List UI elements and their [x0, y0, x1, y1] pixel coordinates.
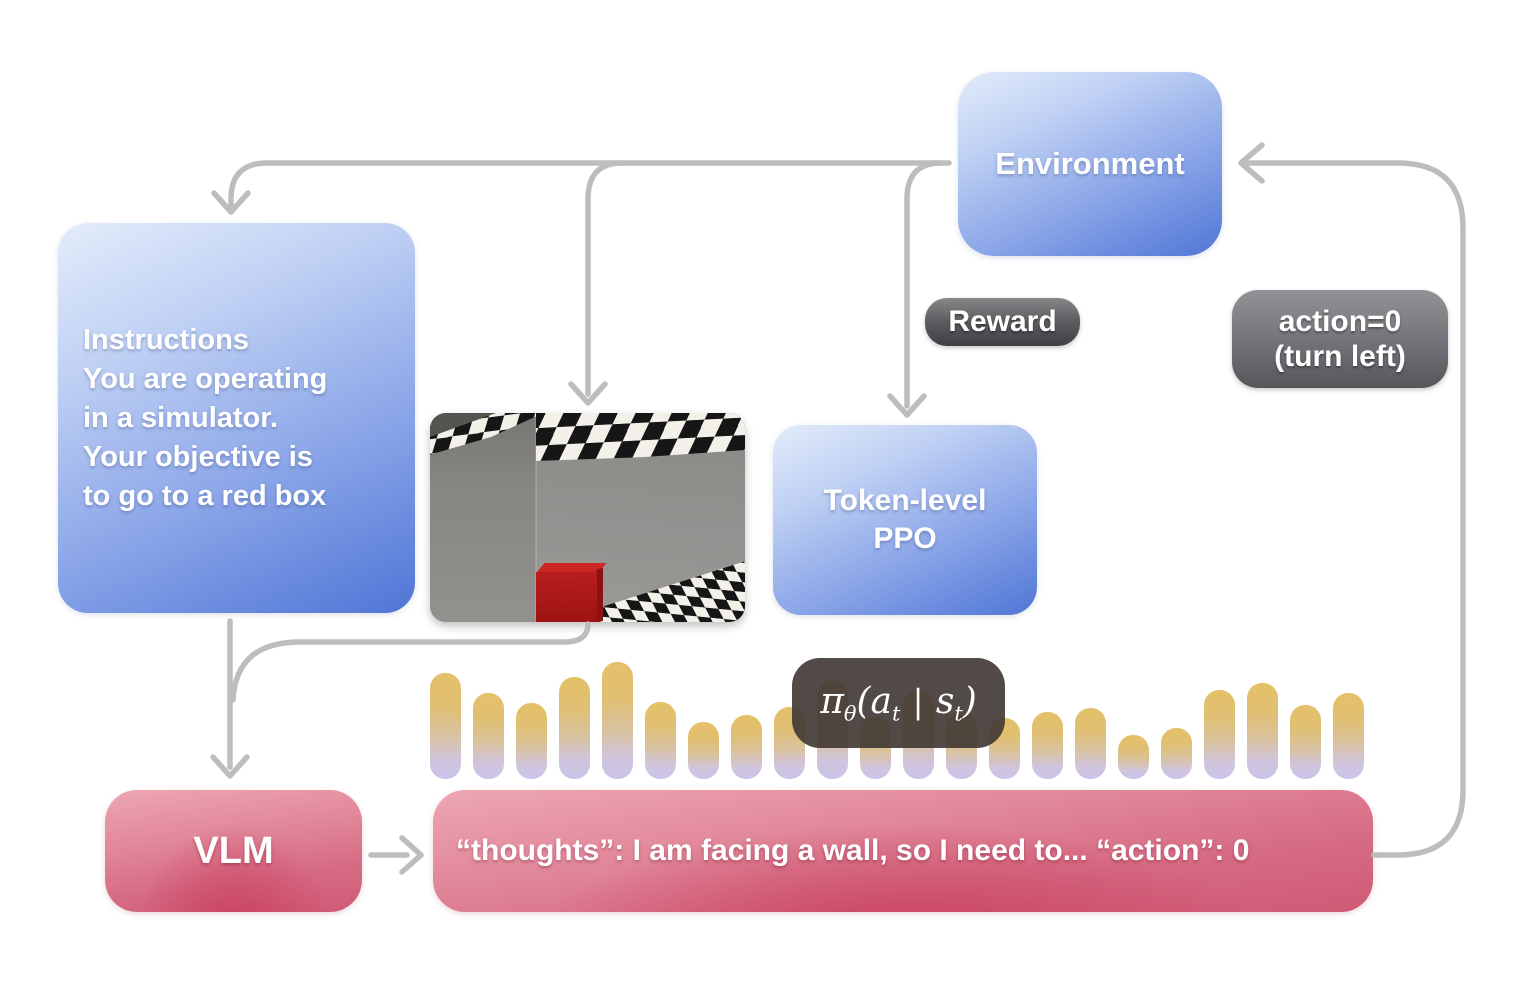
- token-level-ppo-box: Token-level PPO: [773, 425, 1037, 615]
- token-bar: [1290, 705, 1321, 779]
- arrowhead-left-environment: [1238, 142, 1265, 184]
- vlm-output-text: “thoughts”: I am facing a wall, so I nee…: [456, 834, 1250, 867]
- environment-box: Environment: [958, 72, 1222, 256]
- action-badge: action=0 (turn left): [1232, 290, 1448, 388]
- instructions-box: Instructions You are operating in a simu…: [58, 223, 415, 613]
- token-bar: [731, 715, 762, 779]
- token-bar: [1032, 712, 1063, 779]
- reward-label: Reward: [948, 305, 1057, 338]
- instruction-line: Your objective is: [83, 440, 313, 473]
- token-bar: [1333, 693, 1364, 779]
- environment-label: Environment: [995, 146, 1185, 181]
- simulator-observation-image: [430, 413, 745, 622]
- token-bar: [1204, 690, 1235, 779]
- red-box-side-face: [596, 567, 603, 622]
- token-bar: [559, 677, 590, 779]
- reward-badge: Reward: [925, 298, 1080, 346]
- arrowhead-down-ppo: [887, 393, 927, 418]
- action-badge-line1: action=0: [1278, 305, 1402, 338]
- sim-frame-seam: [535, 413, 537, 622]
- arrow-env-to-instructions: [228, 160, 952, 209]
- red-box-front-face: [536, 572, 597, 622]
- token-bar: [1247, 683, 1278, 779]
- arrow-reward-to-ppo: [904, 160, 944, 409]
- instruction-line: Instructions: [83, 323, 249, 356]
- action-badge-line2: (turn left): [1274, 340, 1406, 373]
- instruction-line: in a simulator.: [83, 401, 278, 434]
- arrow-env-to-observation: [585, 160, 625, 397]
- arrowhead-down-vlm: [210, 754, 250, 779]
- arrowhead-right-output: [399, 835, 424, 875]
- policy-math: πθ(at|st): [820, 680, 977, 726]
- token-bar: [645, 702, 676, 779]
- token-bar: [1118, 735, 1149, 779]
- token-bar: [1161, 728, 1192, 779]
- token-bar: [602, 662, 633, 779]
- vlm-label: VLM: [193, 829, 274, 872]
- token-bar: [1075, 708, 1106, 779]
- token-bar: [516, 703, 547, 779]
- arrowhead-down-instructions: [211, 190, 251, 215]
- arrowhead-down-observation: [568, 381, 608, 406]
- instruction-line: You are operating: [83, 362, 328, 395]
- vlm-output-box: “thoughts”: I am facing a wall, so I nee…: [433, 790, 1373, 912]
- instruction-line: to go to a red box: [83, 479, 327, 512]
- policy-badge: πθ(at|st): [792, 658, 1005, 748]
- vlm-box: VLM: [105, 790, 362, 912]
- ppo-line1: Token-level: [823, 484, 987, 517]
- token-bar: [688, 722, 719, 779]
- token-bar: [473, 693, 504, 779]
- token-bar: [430, 673, 461, 779]
- ppo-line2: PPO: [873, 522, 937, 555]
